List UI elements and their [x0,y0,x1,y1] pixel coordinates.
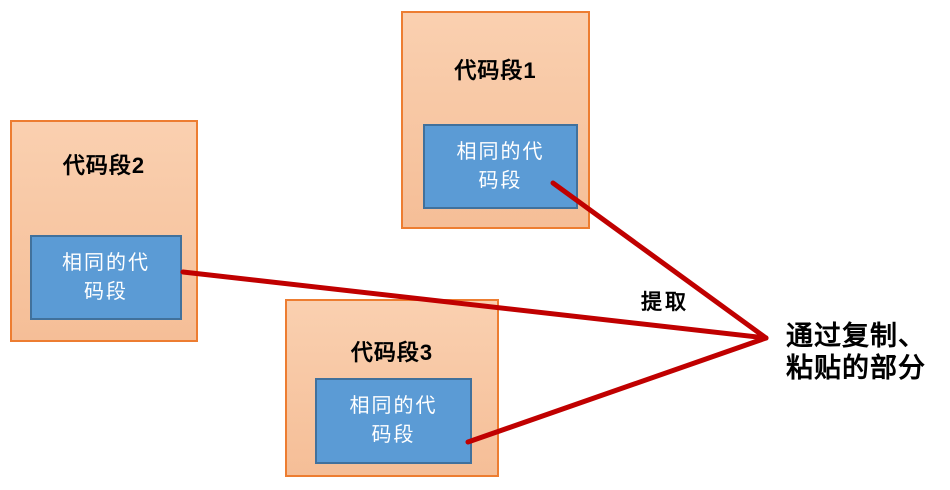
code-segment-2-box: 代码段2 相同的代 码段 [10,120,198,342]
extract-label: 提取 [641,290,689,314]
code-segment-2-duplicate-block: 相同的代 码段 [30,235,182,320]
code-segment-2-title: 代码段2 [62,153,146,178]
copy-paste-result-line2: 粘贴的部分 [786,353,926,383]
duplicate-block-label-line1: 相同的代 [349,395,438,417]
duplicate-block-label-line2: 码段 [478,169,523,192]
code-segment-3-title: 代码段3 [350,340,434,365]
code-segment-3-box: 代码段3 相同的代 码段 [285,299,499,477]
duplicate-block-label-line1: 相同的代 [62,251,150,274]
duplicate-block-label-line2: 码段 [84,280,128,303]
duplicate-block-label-line1: 相同的代 [456,140,545,163]
code-segment-1-title: 代码段1 [454,58,537,83]
duplicate-block-label-line2: 码段 [371,424,416,446]
copy-paste-result-label: 通过复制、 粘贴的部分 [786,320,926,384]
code-segment-1-duplicate-block: 相同的代 码段 [423,124,578,209]
code-segment-1-box: 代码段1 相同的代 码段 [401,11,590,229]
connector-line-segment3 [465,335,769,445]
code-segment-3-duplicate-block: 相同的代 码段 [315,378,472,464]
copy-paste-result-line1: 通过复制、 [786,321,926,351]
